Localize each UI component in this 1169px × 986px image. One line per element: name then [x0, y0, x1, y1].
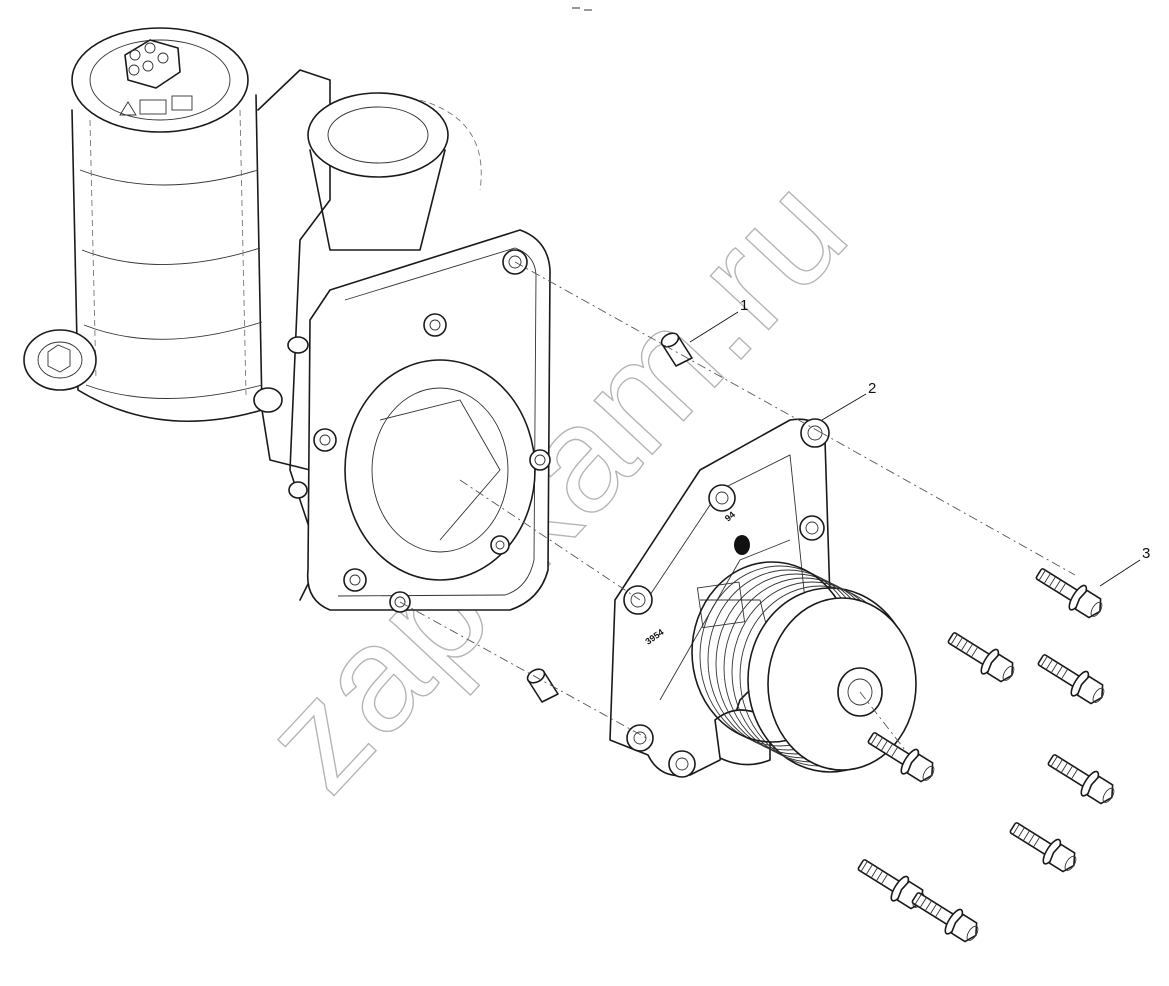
- mounting-bolt: [1009, 822, 1077, 873]
- mounting-bolt: [1037, 654, 1105, 705]
- callout-1: 1: [689, 297, 748, 343]
- callout-2: 2: [821, 380, 876, 421]
- mounting-bolt: [947, 632, 1015, 683]
- callout-2-label: 2: [868, 380, 876, 397]
- pump-pulley: [691, 561, 917, 773]
- mounting-bolt: [867, 732, 935, 783]
- mounting-bolt: [1035, 568, 1103, 619]
- pump-mark-text: 94: [723, 509, 737, 523]
- dowel-sleeve-lower: [526, 668, 559, 703]
- callout-1-label: 1: [740, 297, 748, 314]
- pump-mounting-bolts: [857, 568, 1115, 943]
- water-pump-assembly: 94 3954: [609, 418, 917, 778]
- callout-3: 3: [1099, 545, 1150, 587]
- dowel-sleeve-upper: [660, 332, 693, 367]
- mounting-bolt: [911, 892, 979, 943]
- top-mark: [572, 7, 592, 11]
- mounting-bolt: [1047, 754, 1115, 805]
- engine-front-housing: [23, 27, 551, 613]
- assembly-centre-lines: [399, 261, 1076, 751]
- mounting-bolt: [857, 859, 925, 910]
- callout-3-label: 3: [1142, 545, 1150, 562]
